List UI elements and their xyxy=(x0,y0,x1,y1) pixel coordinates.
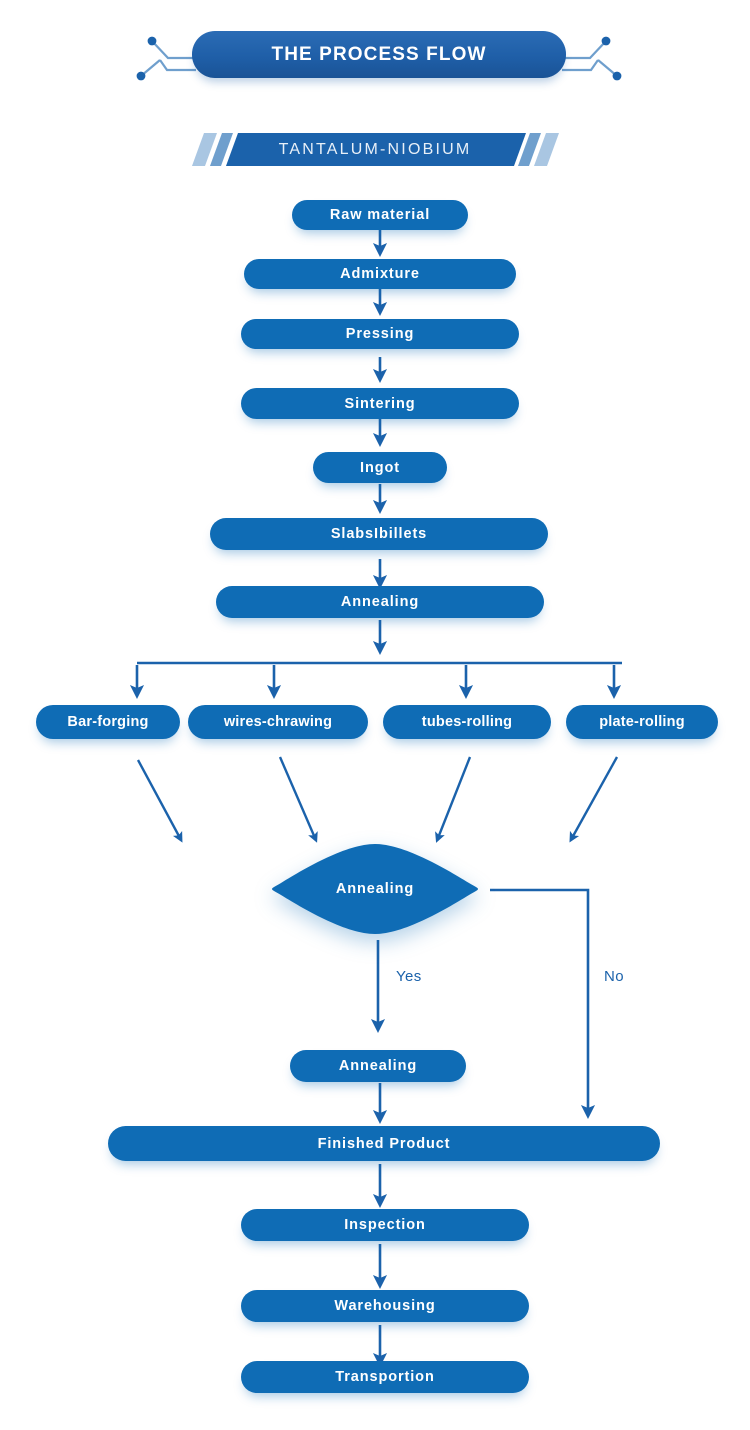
node-annealing-1[interactable]: Annealing xyxy=(216,586,544,618)
node-annealing-2[interactable]: Annealing xyxy=(290,1050,466,1082)
edge-decision-no xyxy=(490,888,596,1120)
edge-label-yes: Yes xyxy=(396,968,422,985)
header-banner: THE PROCESS FLOW xyxy=(192,31,566,81)
diamond-shape xyxy=(272,844,478,934)
page-title: THE PROCESS FLOW xyxy=(271,43,487,65)
node-wires-chrawing[interactable]: wires-chrawing xyxy=(188,705,368,739)
node-annealing-decision[interactable]: Annealing xyxy=(263,843,487,935)
circuit-decoration-left xyxy=(140,40,196,77)
node-tubes-rolling[interactable]: tubes-rolling xyxy=(383,705,551,739)
subtitle-banner: TANTALUM-NIOBIUM xyxy=(191,133,560,166)
edge-wires-to-decision xyxy=(278,756,318,843)
node-sintering[interactable]: Sintering xyxy=(241,388,519,419)
node-inspection[interactable]: Inspection xyxy=(241,1209,529,1241)
node-plate-rolling[interactable]: plate-rolling xyxy=(566,705,718,739)
node-finished-product[interactable]: Finished Product xyxy=(108,1126,660,1161)
header-banner-plate xyxy=(192,31,566,78)
node-raw-material[interactable]: Raw material xyxy=(292,200,468,230)
node-ingot[interactable]: Ingot xyxy=(313,452,447,483)
edge-tubes-to-decision xyxy=(435,756,472,843)
node-pressing[interactable]: Pressing xyxy=(241,319,519,349)
edge-bar-forging-to-decision xyxy=(136,759,183,843)
circuit-dot-right-bottom xyxy=(612,71,622,81)
edge-plate-to-decision xyxy=(569,756,619,843)
edge-label-no: No xyxy=(604,968,624,985)
decision-label: Annealing xyxy=(335,881,415,897)
node-slabs-billets[interactable]: SlabsIbillets xyxy=(210,518,548,550)
circuit-dot-left-bottom xyxy=(136,71,146,81)
node-warehousing[interactable]: Warehousing xyxy=(241,1290,529,1322)
circuit-decoration-right xyxy=(562,40,618,77)
node-transportion[interactable]: Transportion xyxy=(241,1361,529,1393)
node-admixture[interactable]: Admixture xyxy=(244,259,516,289)
node-bar-forging[interactable]: Bar-forging xyxy=(36,705,180,739)
subtitle-label: TANTALUM-NIOBIUM xyxy=(278,140,472,158)
circuit-dot-left-top xyxy=(147,36,157,46)
circuit-dot-right-top xyxy=(601,36,611,46)
